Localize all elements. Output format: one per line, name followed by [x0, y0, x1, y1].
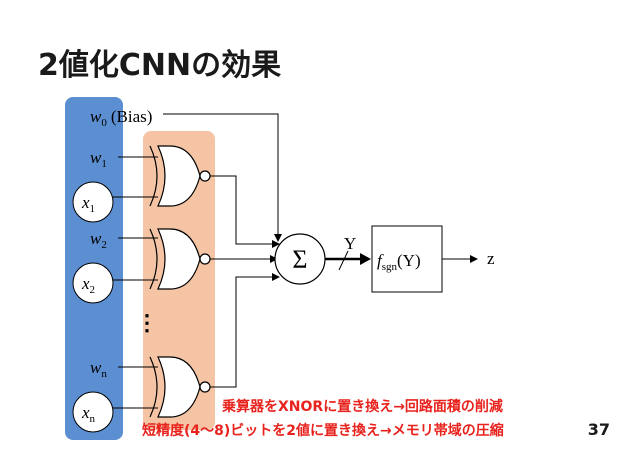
gate-output-wires: [163, 113, 279, 388]
page-number: 37: [587, 420, 610, 439]
xnor-gate-2: [149, 228, 211, 290]
z-output-arrow: z: [442, 249, 495, 268]
weight-label-wn: wn: [90, 358, 107, 380]
activation-function-box: fsgn(Y): [371, 225, 443, 293]
summation-node: Σ: [274, 233, 326, 285]
svg-text:Σ: Σ: [292, 245, 307, 274]
input-node-xn: xn: [72, 391, 114, 433]
svg-text:fsgn(Y): fsgn(Y): [377, 251, 421, 273]
note-xnor-area: 乗算器をXNORに置き換え→回路面積の削減: [222, 399, 503, 415]
weight-label-w2: w2: [90, 229, 107, 251]
note-memory-bandwidth: 短精度(4〜8)ビットを2値に置き換え→メモリ帯域の圧縮: [142, 423, 504, 439]
svg-text:x1: x1: [81, 193, 95, 215]
y-output-arrow: Y: [325, 234, 371, 271]
slide-title: 2値化CNNの効果: [38, 48, 282, 83]
svg-text:z: z: [487, 249, 495, 268]
weight-label-w0: w0(Bias): [90, 107, 152, 129]
svg-text:x2: x2: [81, 274, 95, 296]
input-node-x2: x2: [72, 262, 114, 304]
arrowheads: [270, 234, 282, 281]
xnor-gate-n: [149, 356, 211, 418]
svg-text:xn: xn: [81, 403, 96, 425]
svg-text:Y: Y: [344, 234, 356, 253]
input-wires: [113, 156, 158, 409]
weight-label-w1: w1: [90, 148, 107, 170]
input-node-x1: x1: [72, 181, 114, 223]
ellipsis-dots: ⋮: [136, 310, 158, 335]
